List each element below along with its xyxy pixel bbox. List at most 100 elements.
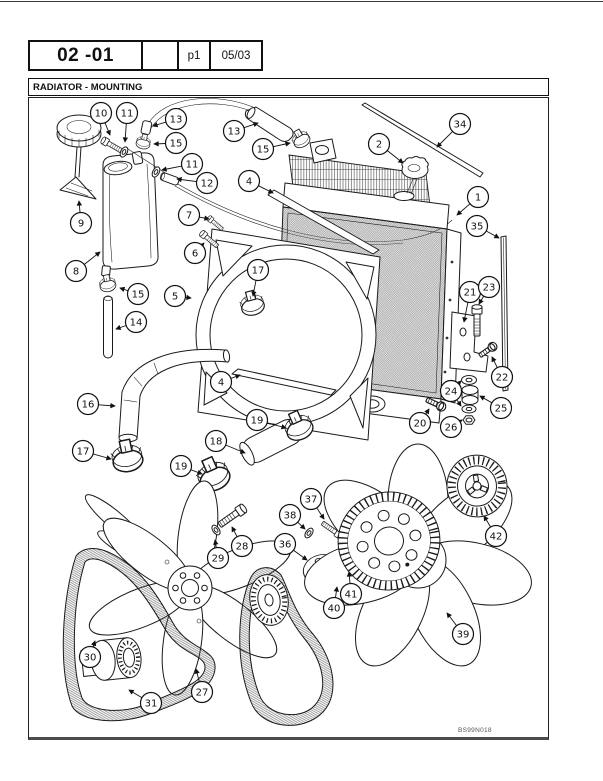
drive-belt-left	[62, 548, 216, 722]
callout-27: 27	[190, 668, 214, 704]
viscous-fan-clutch	[337, 491, 441, 591]
svg-text:21: 21	[464, 288, 477, 299]
bottle-fitting-hardware	[99, 120, 180, 186]
svg-text:19: 19	[251, 416, 264, 427]
svg-text:13: 13	[228, 127, 241, 138]
svg-text:24: 24	[445, 387, 458, 398]
support-rod	[361, 102, 484, 178]
callout-6: 6	[183, 241, 207, 265]
callout-13: 13	[222, 119, 259, 143]
callout-8: 8	[64, 251, 101, 283]
callout-19: 19	[169, 454, 203, 478]
callout-29: 29	[206, 539, 230, 570]
svg-text:17: 17	[252, 266, 265, 277]
callout-23: 23	[477, 275, 501, 305]
svg-text:15: 15	[132, 290, 145, 301]
svg-text:13: 13	[170, 115, 183, 126]
svg-text:4: 4	[218, 378, 224, 389]
callout-18: 18	[204, 429, 246, 454]
svg-text:22: 22	[496, 373, 509, 384]
callout-35: 35	[465, 214, 500, 239]
svg-text:23: 23	[483, 283, 496, 294]
svg-text:39: 39	[457, 630, 470, 641]
callout-39: 39	[446, 612, 475, 646]
callout-19: 19	[245, 408, 287, 432]
callout-28: 28	[230, 526, 254, 558]
page-top-rule	[0, 1, 603, 2]
svg-text:16: 16	[82, 400, 95, 411]
callout-15: 15	[119, 282, 150, 306]
callout-12: 12	[176, 171, 219, 195]
svg-text:19: 19	[175, 462, 188, 473]
figure-code: BS99N018	[458, 727, 492, 734]
svg-text:11: 11	[186, 160, 199, 171]
callout-24: 24	[439, 379, 463, 407]
callout-7: 7	[177, 203, 210, 227]
svg-text:28: 28	[236, 542, 249, 553]
svg-text:17: 17	[77, 447, 90, 458]
callout-4: 4	[209, 370, 241, 394]
metal-fan	[84, 480, 292, 696]
svg-text:11: 11	[121, 109, 134, 120]
svg-text:12: 12	[201, 179, 214, 190]
svg-text:30: 30	[84, 653, 97, 664]
callout-36: 36	[273, 532, 308, 561]
callout-25: 25	[479, 395, 513, 420]
callout-22: 22	[490, 356, 514, 389]
svg-text:14: 14	[130, 318, 143, 329]
callout-9: 9	[69, 200, 93, 235]
svg-text:38: 38	[284, 511, 297, 522]
svg-text:25: 25	[495, 404, 508, 415]
header-table: 02 -01 p1 05/03	[28, 40, 263, 71]
callout-17: 17	[246, 258, 270, 297]
section-code: 02 -01	[30, 42, 143, 69]
svg-text:10: 10	[95, 109, 108, 120]
callout-20: 20	[408, 408, 432, 435]
callout-2: 2	[367, 132, 404, 164]
callout-5: 5	[163, 284, 192, 308]
callout-37: 37	[299, 487, 325, 520]
callout-4: 4	[237, 169, 274, 194]
svg-text:31: 31	[145, 699, 158, 710]
bottle-hose-clamp	[97, 272, 118, 294]
callout-14: 14	[115, 310, 148, 334]
svg-text:6: 6	[192, 249, 198, 260]
section-title-bar: RADIATOR - MOUNTING	[28, 78, 549, 96]
mounting-bracket-hardware	[424, 304, 500, 425]
callout-13: 13	[152, 107, 188, 131]
drive-pulley	[249, 574, 289, 626]
svg-text:15: 15	[170, 139, 183, 150]
svg-text:2: 2	[376, 140, 382, 151]
callout-30: 30	[78, 640, 102, 669]
svg-text:4: 4	[246, 177, 252, 188]
fan-bolt	[216, 502, 249, 530]
overflow-tube	[103, 295, 113, 359]
callout-15: 15	[153, 131, 188, 155]
svg-text:26: 26	[445, 423, 458, 434]
svg-text:15: 15	[257, 145, 270, 156]
overflow-bottle	[101, 151, 159, 277]
upper-hose	[244, 106, 294, 142]
svg-text:40: 40	[328, 604, 341, 615]
revision-date: 05/03	[221, 49, 251, 62]
svg-text:20: 20	[414, 419, 427, 430]
callout-17: 17	[71, 439, 112, 463]
callout-42: 42	[483, 515, 508, 548]
svg-text:8: 8	[73, 267, 79, 278]
svg-text:34: 34	[454, 120, 467, 131]
callout-1: 1	[456, 185, 490, 216]
svg-text:5: 5	[172, 292, 178, 303]
mounting-strap-lower	[231, 368, 337, 396]
svg-text:41: 41	[345, 590, 358, 601]
callout-11: 11	[115, 101, 139, 143]
radiator-cap	[401, 156, 429, 195]
callout-31: 31	[128, 689, 163, 715]
side-seal-strip	[500, 235, 509, 392]
callout-26: 26	[439, 415, 463, 439]
svg-text:27: 27	[196, 688, 209, 699]
callout-11: 11	[161, 152, 204, 176]
svg-text:35: 35	[471, 222, 484, 233]
lower-hose-clamp	[108, 436, 146, 476]
